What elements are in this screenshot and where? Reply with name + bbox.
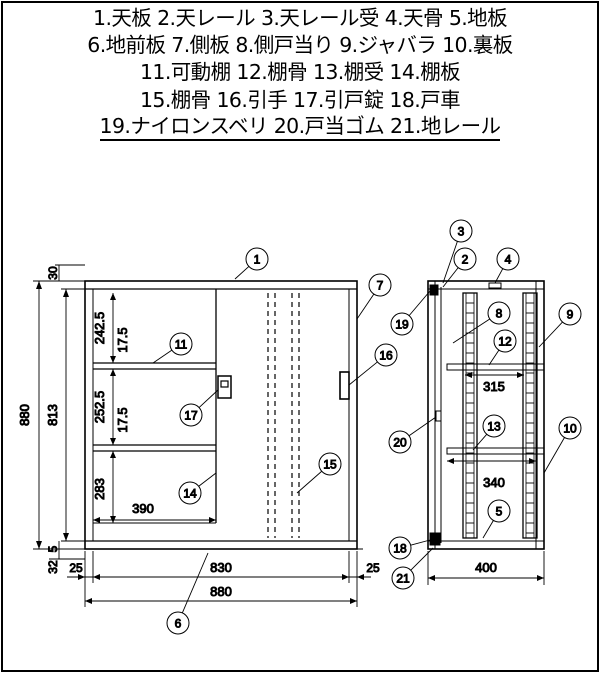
callout-9: 9 (538, 302, 582, 348)
callout-label: 19 (395, 318, 409, 332)
callout-8: 8 (452, 301, 511, 344)
door-handle (339, 371, 350, 400)
dim-17-5-a: 17.5 (115, 327, 130, 352)
stopper-rubber (435, 410, 442, 422)
callout-label: 14 (183, 487, 197, 501)
callout-label: 10 (563, 422, 577, 436)
callout-label: 4 (505, 253, 512, 267)
legend-line-2: 6.地前板 7.側板 8.側戸当り 9.ジャバラ 10.裏板 (87, 33, 513, 58)
callout-4: 4 (494, 247, 520, 284)
callout-2: 2 (442, 247, 477, 288)
dim-32: 32 (46, 560, 60, 574)
top-bone (488, 282, 502, 289)
side-view (427, 280, 545, 550)
dim-880-vertical: 880 (17, 404, 32, 426)
callout-label: 17 (184, 409, 198, 423)
dim-390: 390 (132, 501, 154, 516)
front-dimension-arrows (36, 281, 364, 604)
callout-label: 9 (567, 308, 574, 322)
dim-242-5: 242.5 (92, 312, 107, 345)
door-lock (217, 375, 232, 399)
legend-line-1: 1.天板 2.天レール 3.天レール受 4.天骨 5.地板 (93, 6, 508, 30)
legend-line-5: 19.ナイロンスベリ 20.戸当ゴム 21.地レール (99, 114, 501, 141)
callout-5: 5 (482, 499, 511, 539)
side-dimension-lines (427, 374, 545, 585)
shelf-bone-dashes (267, 293, 300, 538)
side-outline (427, 280, 545, 550)
dim-880-horizontal: 880 (210, 584, 232, 599)
top-rail (429, 284, 439, 296)
callout-label: 18 (393, 542, 407, 556)
front-view (53, 280, 363, 550)
callout-label: 3 (458, 225, 465, 239)
callout-15: 15 (296, 452, 342, 494)
callout-label: 5 (496, 505, 503, 519)
callout-18: 18 (388, 536, 431, 560)
callout-21: 21 (391, 547, 434, 590)
cabinet-drawing: 880 813 30 5 32 242.5 17.5 252.5 17.5 28… (17, 219, 582, 635)
dim-400: 400 (475, 560, 497, 575)
callout-12: 12 (488, 329, 517, 366)
front-dimension-lines (33, 264, 371, 607)
dim-25-right: 25 (366, 561, 380, 575)
callout-label: 16 (379, 349, 393, 363)
callout-19: 19 (390, 290, 431, 336)
callout-label: 13 (487, 420, 501, 434)
dim-315: 315 (483, 379, 505, 394)
side-dimension-arrows (428, 372, 544, 581)
dim-830: 830 (210, 560, 232, 575)
callout-10: 10 (543, 416, 582, 474)
dim-252-5: 252.5 (92, 391, 107, 424)
callout-label: 11 (175, 338, 188, 352)
ladder-1 (462, 292, 478, 539)
shelf-bone-ladders (462, 292, 538, 539)
callout-label: 2 (462, 253, 469, 267)
legend-line-3: 11.可動棚 12.棚骨 13.棚受 14.棚板 (139, 60, 461, 85)
dim-283: 283 (92, 478, 107, 500)
callout-14: 14 (178, 472, 217, 505)
callout-label: 7 (377, 279, 384, 293)
dim-17-5-b: 17.5 (115, 407, 130, 432)
dim-5: 5 (46, 545, 60, 552)
dim-30: 30 (46, 266, 60, 280)
callout-label: 12 (498, 335, 512, 349)
dim-340: 340 (483, 475, 505, 490)
side-shelf-2 (446, 447, 545, 455)
ladder-2 (522, 292, 538, 539)
callout-11: 11 (152, 332, 193, 364)
callout-label: 15 (323, 458, 337, 472)
side-shelf-1 (446, 363, 545, 371)
callout-label: 21 (396, 572, 410, 586)
callout-7: 7 (356, 273, 392, 320)
callout-3: 3 (442, 219, 473, 284)
callout-13: 13 (472, 414, 506, 451)
callout-label: 20 (393, 436, 407, 450)
parts-legend: 1.天板 2.天レール 3.天レール受 4.天骨 5.地板 6.地前板 7.側板… (3, 5, 597, 141)
door-lock-keyhole (220, 380, 229, 388)
callout-label: 8 (496, 307, 503, 321)
callout-label: 6 (175, 617, 182, 631)
dim-25-left: 25 (69, 561, 83, 575)
callout-16: 16 (348, 343, 398, 386)
callout-1: 1 (234, 247, 269, 280)
legend-line-4: 15.棚骨 16.引手 17.引戸錠 18.戸車 (139, 87, 461, 112)
callout-6: 6 (166, 552, 209, 635)
dim-813: 813 (45, 404, 60, 426)
callout-label: 1 (254, 253, 261, 267)
callout-17: 17 (179, 389, 219, 427)
callout-20: 20 (388, 416, 437, 454)
bottom-rail (429, 532, 441, 546)
